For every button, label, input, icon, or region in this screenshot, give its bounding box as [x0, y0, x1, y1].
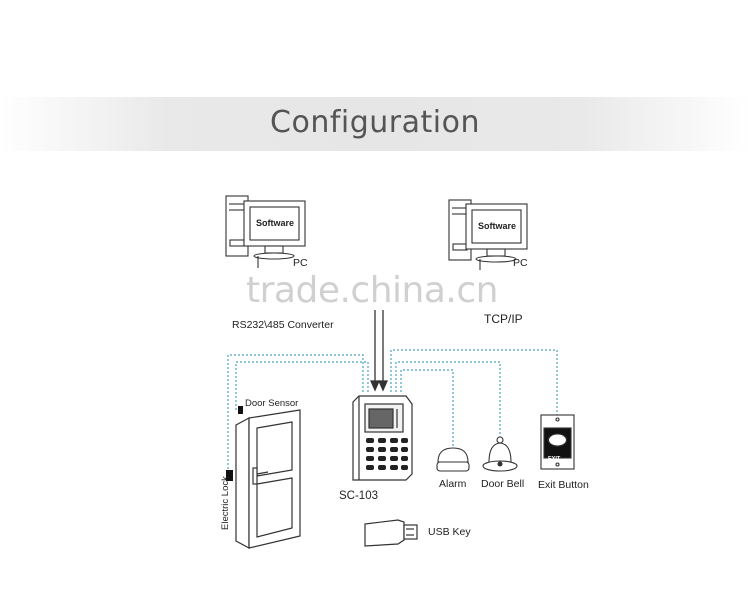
line-door-bell: [395, 361, 501, 440]
page-title: Configuration: [270, 105, 480, 140]
title-band: Configuration: [0, 97, 750, 151]
pc-right-label: PC: [513, 257, 528, 269]
pc-left-screen-text: Software: [256, 218, 295, 228]
controller-keypad: [366, 438, 408, 470]
connection-lines: [227, 349, 558, 470]
door-bell-label: Door Bell: [481, 478, 525, 490]
usb-key-device: [364, 519, 418, 547]
pc-right-screen-text: Software: [478, 221, 517, 231]
exit-button-label: Exit Button: [538, 479, 589, 491]
controller-label: SC-103: [339, 490, 378, 502]
line-electric-lock: [227, 354, 364, 470]
pc-left: [225, 195, 306, 268]
door-sensor-label: Door Sensor: [245, 398, 299, 409]
alarm-device: [436, 447, 470, 472]
line-alarm: [400, 369, 454, 448]
usb-key-label: USB Key: [428, 526, 471, 538]
exit-button-device: [540, 414, 575, 470]
door: [235, 409, 301, 550]
electric-lock-label: Electric Lock: [220, 476, 231, 530]
tcpip-label: TCP/IP: [484, 312, 523, 326]
watermark: trade.china.cn: [246, 270, 498, 311]
door-sensor-block: [238, 406, 243, 414]
electric-lock-block: [226, 470, 233, 481]
alarm-label: Alarm: [439, 478, 467, 490]
rs232-converter-label: RS232\485 Converter: [232, 319, 334, 331]
pc-right: [448, 199, 528, 270]
line-door-sensor: [235, 361, 369, 411]
pc-left-label: PC: [293, 257, 308, 269]
data-arrows: [369, 310, 389, 392]
exit-text: EXIT: [548, 456, 561, 462]
line-exit-button: [390, 349, 558, 415]
door-bell-device: [482, 436, 518, 472]
